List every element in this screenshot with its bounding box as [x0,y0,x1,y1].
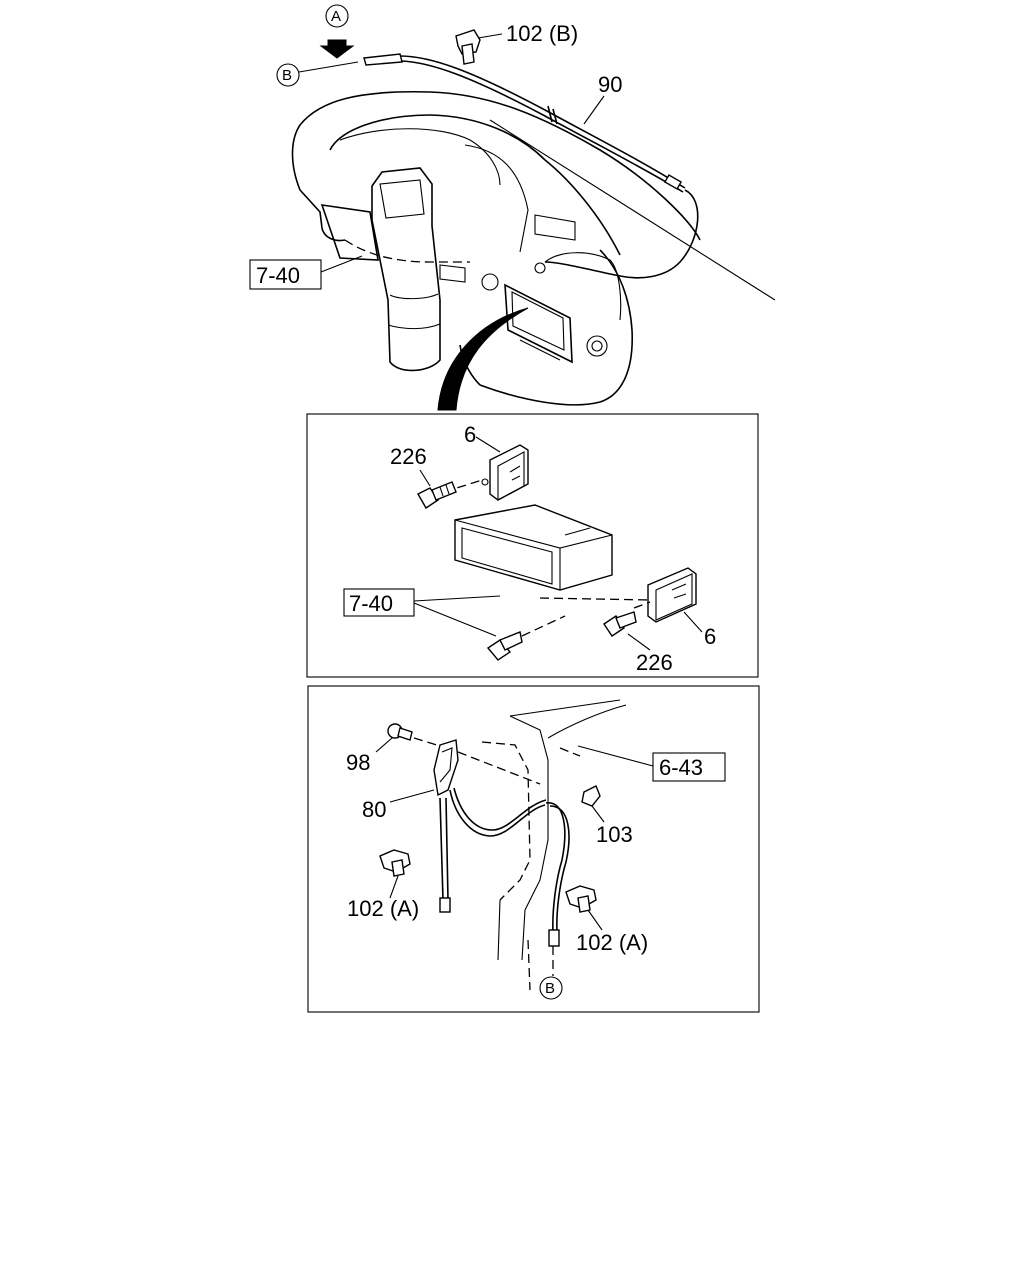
release-lever-80 [433,739,541,913]
bolt-lower-left [486,615,566,661]
clip-102a-right-label: 102 (A) [576,930,648,955]
screw-98 [387,723,441,747]
radio-housing [454,504,651,601]
detail-hood-release: 6-43 98 80 B [307,685,760,1013]
ref-7-40-top-label: 7-40 [256,263,300,288]
bolt-226-lower [603,611,637,637]
bolt-226-top-label: 226 [390,444,427,469]
bracket-6-top-label: 6 [464,422,476,447]
ref-6-43-box [652,752,726,782]
point-b-label-bottom: B [545,980,555,997]
bolt-226-right-label: 226 [636,650,673,675]
dashboard-panel [291,90,701,406]
clip-102b-label: 102 (B) [506,21,578,46]
lever-80-label: 80 [362,797,386,822]
detail-pointer [437,307,529,411]
clip-102a-left [379,849,411,877]
bracket-6-lower [633,567,697,623]
bracket-6-upper [443,444,529,501]
bracket-6-right-label: 6 [704,624,716,649]
ref-6-43-label: 6-43 [659,755,703,780]
view-a-circle [325,4,349,28]
screw-98-label: 98 [346,750,370,775]
ref-7-40-mid-box [343,588,415,617]
detail-frame-2 [307,685,760,1013]
clip-102b [455,29,503,65]
point-b-circle-top [276,63,300,87]
ref-7-40-mid-label: 7-40 [349,591,393,616]
cable-90 [363,53,776,301]
detail-frame-1 [306,413,759,678]
ref-7-40-top-box [249,259,322,290]
view-arrow [319,39,355,59]
clip-102a-left-label: 102 (A) [347,896,419,921]
bolt-226-upper [417,481,457,509]
point-b-label-top: B [282,67,292,84]
clip-103-label: 103 [596,822,633,847]
clip-103 [581,785,601,807]
point-b-circle-bottom [539,976,563,1000]
dashboard-assembly: A B 102 (B) 90 [249,4,776,411]
cable-90-label: 90 [598,72,622,97]
view-a-label: A [331,8,341,25]
detail-radio-bracket: 6 226 7-40 [306,413,759,678]
clip-102a-right [565,885,597,913]
